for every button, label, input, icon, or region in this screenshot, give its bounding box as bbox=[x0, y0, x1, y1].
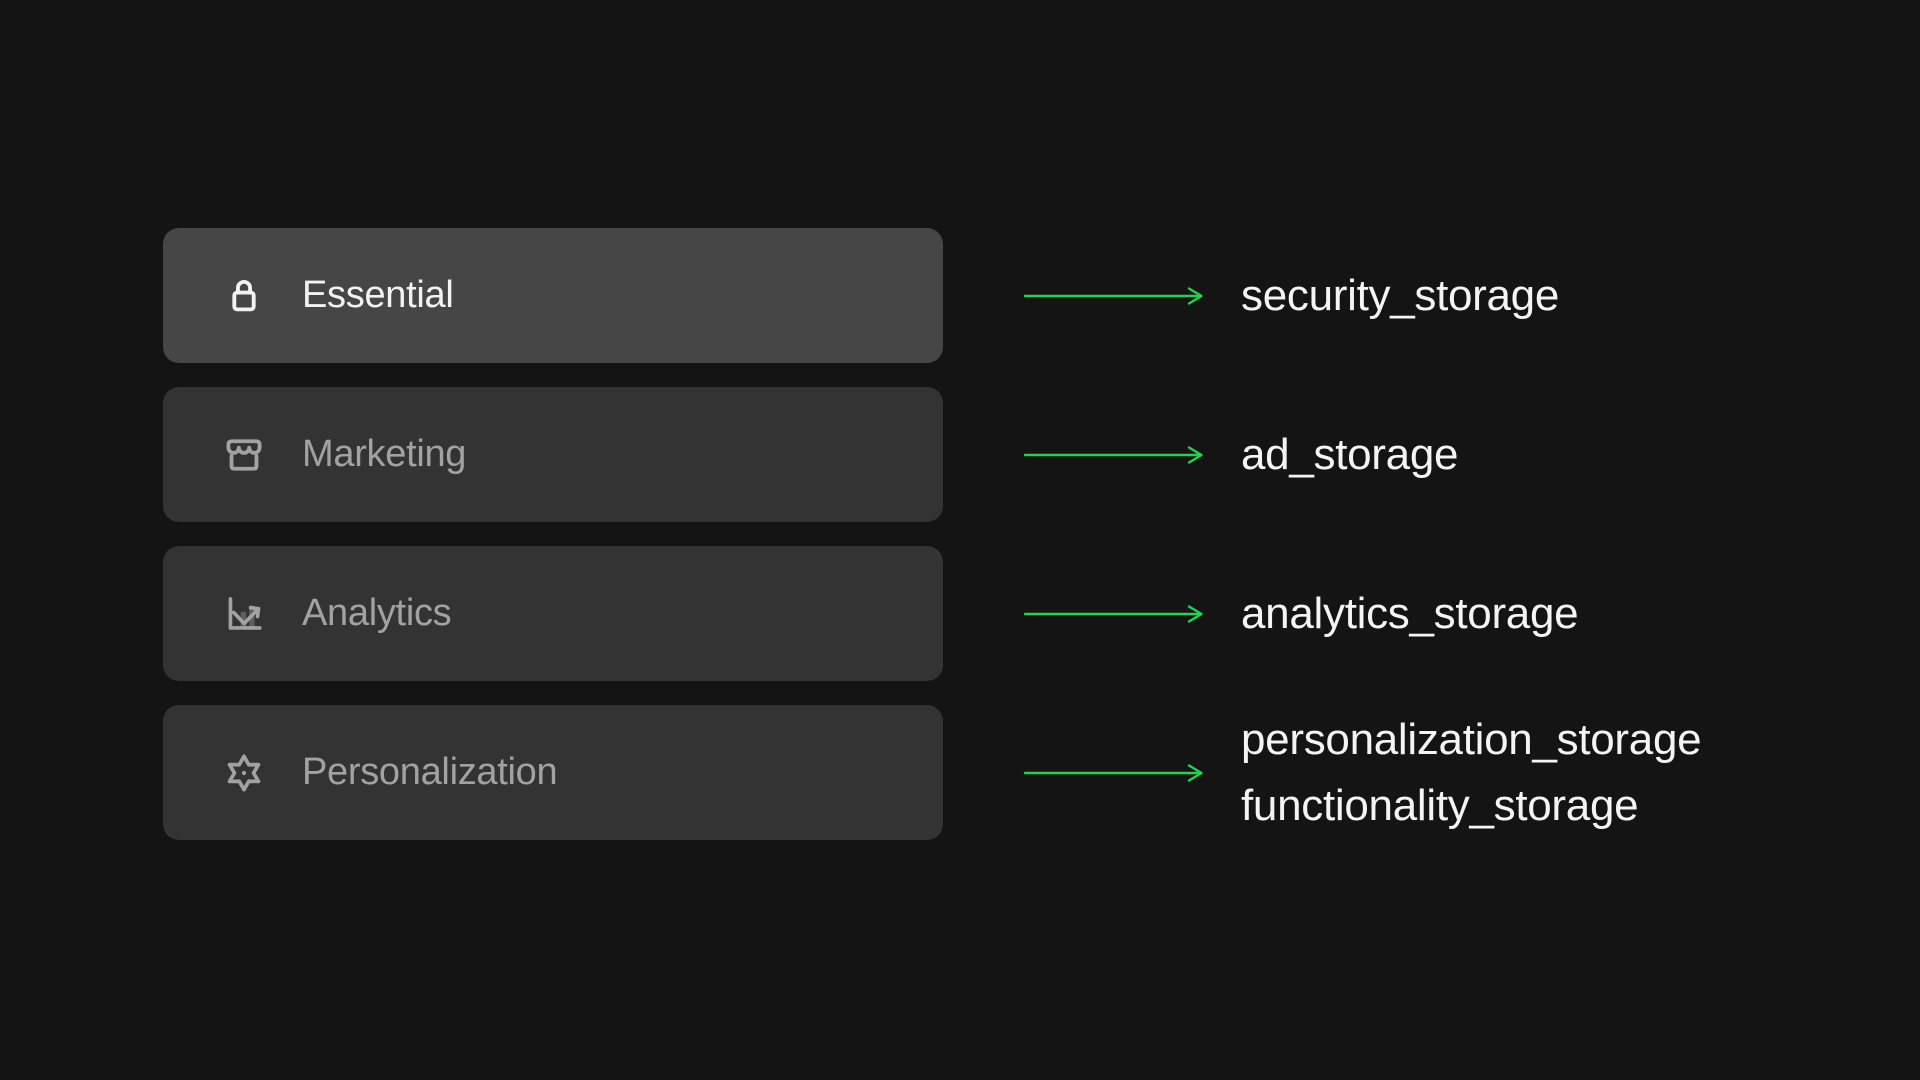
category-card-essential[interactable]: Essential bbox=[163, 228, 943, 363]
category-card-marketing[interactable]: Marketing bbox=[163, 387, 943, 522]
arrow-icon bbox=[1023, 604, 1203, 623]
row-essential: Essential security_storage bbox=[163, 228, 1920, 363]
storage-key: functionality_storage bbox=[1241, 780, 1639, 830]
row-personalization: Personalization personalization_storage … bbox=[163, 705, 1920, 840]
arrow-icon bbox=[1023, 445, 1203, 464]
storage-keys: ad_storage bbox=[1241, 422, 1458, 488]
storage-key: analytics_storage bbox=[1241, 588, 1579, 638]
arrow-icon bbox=[1023, 286, 1203, 305]
arrow-icon bbox=[1023, 763, 1203, 782]
lock-icon bbox=[222, 274, 266, 318]
category-card-analytics[interactable]: Analytics bbox=[163, 546, 943, 681]
category-card-personalization[interactable]: Personalization bbox=[163, 705, 943, 840]
chart-trend-icon bbox=[222, 592, 266, 636]
category-label: Personalization bbox=[302, 751, 558, 793]
store-icon bbox=[222, 433, 266, 477]
category-label: Marketing bbox=[302, 433, 467, 475]
storage-key: personalization_storage bbox=[1241, 714, 1702, 764]
storage-keys: personalization_storage functionality_st… bbox=[1241, 707, 1702, 839]
row-marketing: Marketing ad_storage bbox=[163, 387, 1920, 522]
category-label: Analytics bbox=[302, 592, 452, 634]
row-analytics: Analytics analytics_storage bbox=[163, 546, 1920, 681]
flower-icon bbox=[222, 751, 266, 795]
storage-key: ad_storage bbox=[1241, 429, 1459, 479]
category-label: Essential bbox=[302, 274, 454, 316]
storage-keys: security_storage bbox=[1241, 263, 1559, 329]
storage-keys: analytics_storage bbox=[1241, 581, 1579, 647]
storage-key: security_storage bbox=[1241, 270, 1560, 320]
